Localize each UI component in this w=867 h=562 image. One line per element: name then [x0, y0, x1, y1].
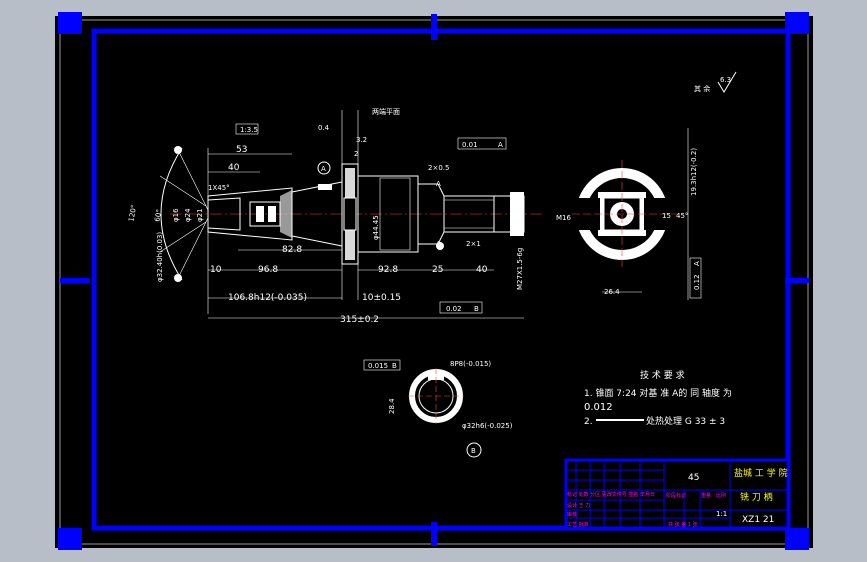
title-drawing-no: XZ1 21	[742, 515, 774, 525]
roughness-value: 6.3	[720, 76, 731, 84]
tech-req-item2-text: 处热处理 G 33 ± 3	[646, 415, 725, 427]
tol-perpendicularity: 0.02	[446, 305, 462, 313]
label-a-section-2: A	[436, 240, 441, 248]
datum-a-label: A	[321, 165, 326, 173]
corner-tr	[785, 12, 809, 34]
dim-28-4: 28.4	[388, 398, 396, 414]
title-row-2: 设计 王 力	[567, 502, 590, 509]
dim-25: 25	[432, 265, 443, 275]
dim-53: 53	[236, 145, 247, 155]
dim-2: 2	[354, 150, 358, 158]
dim-taper: 1:3.5	[240, 126, 258, 134]
dim-m16: M16	[556, 214, 571, 222]
tol-symmetry-ref: B	[392, 362, 397, 370]
dim-19-3: 19.3h12(-0.2)	[690, 148, 698, 196]
dim-26-4: 26.4	[604, 288, 620, 296]
dim-92-8: 92.8	[378, 265, 398, 275]
dim-2x0-5: 2×0.5	[428, 164, 449, 172]
dim-96-8: 96.8	[258, 265, 278, 275]
dim-angle-45: 45°	[676, 212, 688, 220]
dim-82-8: 82.8	[282, 245, 302, 255]
center-mark-bottom	[431, 522, 437, 546]
technical-requirements: 技 术 要 求 1. 锥面 7:24 对基 准 A的 同 轴度 为 0.012 …	[584, 369, 732, 427]
section-b-label: B	[471, 447, 476, 455]
title-block: 标记 处数 分区 更改文件号 签名 年月日 设计 王 力 审核 工艺 批准 阶段…	[564, 458, 790, 530]
dim-dia-44-45: φ44.45	[372, 215, 380, 240]
dim-3-2: 3.2	[356, 136, 367, 144]
title-ratio: 比例	[716, 492, 726, 499]
center-mark-right	[785, 278, 809, 283]
dim-angle-120: 120°	[127, 204, 138, 222]
dim-40-b: 40	[476, 265, 488, 275]
label-a-section: A	[436, 180, 441, 188]
dim-dia-32-40: φ32.40h(0.03)	[156, 232, 164, 282]
tol-flatness-ref: A	[498, 141, 503, 149]
dim-0-12: 0.12	[693, 274, 701, 290]
dim-m27: M27X1.5-6g	[516, 248, 524, 290]
dim-15: 15	[662, 212, 671, 220]
dim-106-8: 106.8h12(-0.035)	[228, 293, 307, 303]
dim-key: 8P8(-0.015)	[450, 360, 491, 368]
dim-angle-60: 60°	[153, 209, 163, 223]
title-scale: 1:1	[716, 510, 727, 518]
dim-dia-32: φ32h6(-0.025)	[462, 422, 513, 430]
end-view: M16 45° 15 19.3h12(-0.2) 0.12 A 26.4	[556, 128, 702, 300]
dim-10-tol: 10±0.15	[362, 293, 401, 303]
dim-2x1: 2×1	[466, 240, 481, 248]
dim-0-4: 0.4	[318, 124, 330, 132]
dim-chamfer: 1X45°	[208, 184, 230, 192]
title-stage: 阶段标记	[666, 492, 686, 499]
tech-req-item1-value: 0.012	[584, 402, 613, 413]
dim-40: 40	[228, 163, 240, 173]
tech-req-title: 技 术 要 求	[640, 369, 685, 381]
dim-0-12-ref: A	[693, 261, 701, 266]
roughness-symbol: 其 余 6.3	[694, 71, 737, 93]
title-part-name: 铣 刀 柄	[740, 491, 773, 503]
corner-bl	[58, 528, 82, 550]
title-row-4: 工艺 批准	[567, 521, 589, 528]
dim-dia-16: φ16	[172, 208, 180, 222]
tol-symmetry: 0.015	[368, 362, 388, 370]
title-weight: 重量	[701, 492, 711, 499]
tech-req-item1: 1. 锥面 7:24 对基 准 A的 同 轴度 为	[584, 387, 732, 399]
center-mark-left	[60, 278, 90, 283]
tech-req-item2: 2.	[584, 417, 593, 427]
title-school: 盐城 工 学 院	[734, 467, 788, 479]
center-mark-top	[431, 14, 437, 40]
dim-dia-24: φ24	[184, 208, 192, 222]
dim-overall: 315±0.2	[340, 315, 379, 325]
title-sheet: 共 张 第 1 张	[668, 521, 698, 528]
shaft-main-view: A	[159, 146, 545, 282]
dim-dia-21: φ21	[196, 208, 204, 222]
tol-perp-ref: B	[474, 305, 479, 313]
shaft-dimensions: 53 40 1X45° 1:3.5 0.4 3.2 2 两端平面 2×0.5 A…	[127, 107, 524, 325]
dim-10: 10	[210, 265, 222, 275]
corner-br	[785, 528, 809, 550]
title-row-1: 标记 处数 分区 更改文件号 签名 年月日	[567, 491, 655, 498]
tol-flatness: 0.01	[462, 141, 478, 149]
roughness-label: 其 余	[694, 84, 710, 93]
title-material: 45	[688, 473, 699, 483]
note-flat-ends: 两端平面	[372, 107, 400, 116]
title-row-3: 审核	[567, 511, 577, 518]
corner-tl	[58, 12, 82, 34]
section-b-view: 0.015 B 8P8(-0.015) 28.4 φ32h6(-0.025) B	[363, 359, 513, 458]
